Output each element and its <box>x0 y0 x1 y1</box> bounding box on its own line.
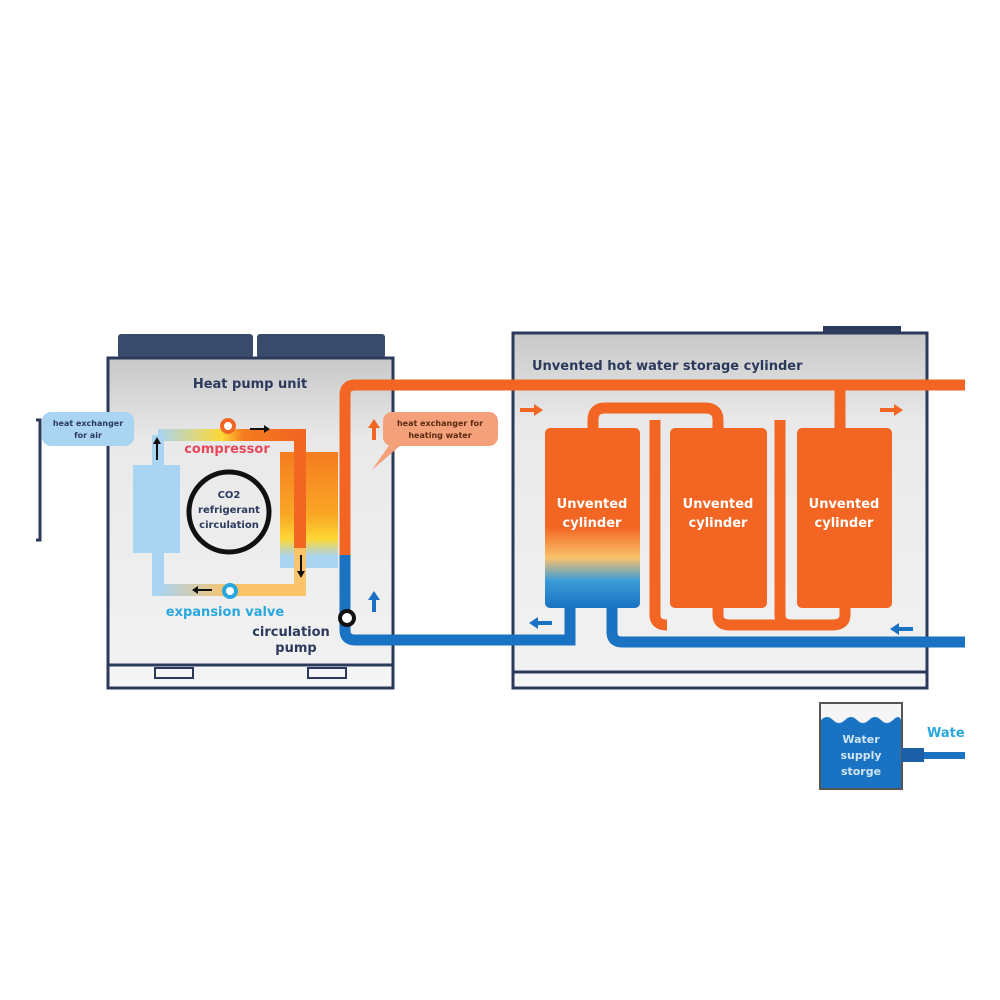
cylinder-3: Unvented cylinder <box>797 428 892 608</box>
co2-label: CO2 <box>218 490 241 501</box>
circulation-pump-icon <box>338 609 356 627</box>
circulation-pump-label: circulation <box>252 625 330 640</box>
co2-label-3: circulation <box>199 520 259 531</box>
water-side-label: Wate <box>927 726 965 741</box>
hot-water-pipe <box>339 379 965 631</box>
fan-grille <box>118 334 385 358</box>
compressor-label: compressor <box>184 442 270 457</box>
cylinder-label: cylinder <box>815 516 874 531</box>
co2-cycle-icon <box>186 469 272 555</box>
compressor-icon <box>220 418 236 434</box>
cold-water-pipe <box>339 555 965 648</box>
supply-label: Water <box>842 733 880 746</box>
expansion-valve-icon <box>222 583 238 599</box>
supply-label: storge <box>841 765 881 778</box>
water-supply-storage: Water supply storge Wate <box>819 702 965 790</box>
cylinder-label: Unvented <box>683 497 754 512</box>
heat-pump-title: Heat pump unit <box>193 377 307 392</box>
water-exchanger-callout: heat exchanger for heating water <box>372 412 498 470</box>
cylinder-label: Unvented <box>557 497 628 512</box>
cylinder-2: Unvented cylinder <box>670 428 767 608</box>
direction-arrows <box>368 404 913 635</box>
callout-text: heat exchanger for <box>397 419 483 428</box>
cylinder-label: cylinder <box>689 516 748 531</box>
cylinder-label: Unvented <box>809 497 880 512</box>
callout-text: heating water <box>408 431 471 440</box>
callout-text: for air <box>74 431 102 440</box>
left-unit-edge <box>36 418 42 542</box>
callout-text: heat exchanger <box>53 419 123 428</box>
expansion-valve-label: expansion valve <box>166 605 285 620</box>
storage-title: Unvented hot water storage cylinder <box>532 359 803 374</box>
water-heat-exchanger <box>280 452 338 568</box>
air-exchanger-callout: heat exchanger for air <box>42 412 134 446</box>
supply-label: supply <box>840 749 881 762</box>
cylinder-1: Unvented cylinder <box>545 428 640 608</box>
flow-arrows <box>153 425 305 594</box>
cylinder-label: cylinder <box>563 516 622 531</box>
co2-label-2: refrigerant <box>198 505 260 516</box>
circulation-pump-label-2: pump <box>275 641 316 656</box>
